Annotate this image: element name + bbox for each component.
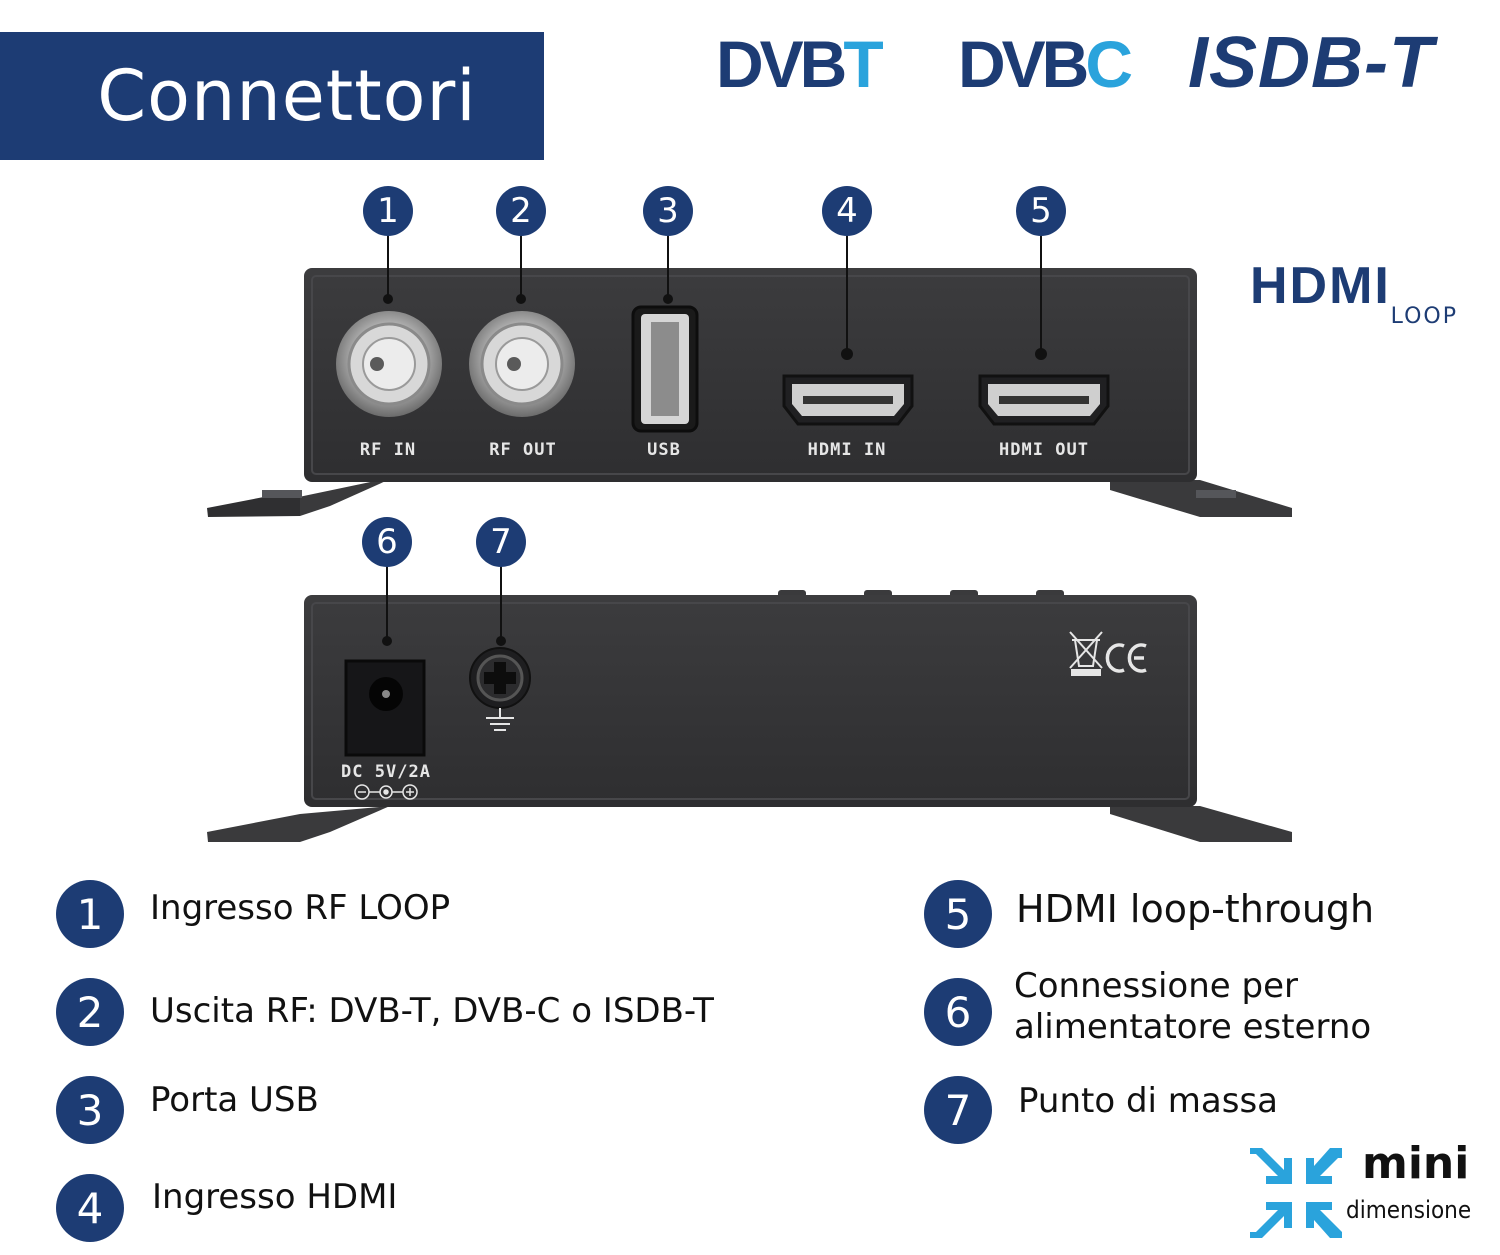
hdmi-in-label: HDMI IN [807,440,887,460]
front-panel [207,234,1292,517]
hdmi-in-port [782,374,914,426]
callout-1: 1 [363,186,413,236]
legend-text-6: Connessione per alimentatore esterno [1014,966,1372,1047]
front-foot-right [1110,480,1292,517]
title-banner: Connettori [0,32,544,160]
page-title: Connettori [97,55,477,137]
callout-6: 6 [362,517,412,567]
usb-port [631,305,699,433]
legend-text-1: Ingresso RF LOOP [150,888,451,928]
hdmi-out-label: HDMI OUT [999,440,1089,460]
isdbt-logo: ISDB-T [1188,23,1434,103]
legend-badge-7: 7 [924,1076,992,1144]
dvbt-logo-dark: DVB [716,27,847,101]
dvbc-logo-light: C [1085,27,1133,101]
dvbc-logo: DVBC [958,26,1133,102]
callout-2: 2 [496,186,546,236]
rf-out-connector [469,311,575,417]
legend-badge-5: 5 [924,880,992,948]
polarity-symbol [354,784,418,800]
back-panel [207,565,1292,842]
ce-mark-icon [1105,643,1147,673]
hdmi-logo-main: HDMI [1250,257,1391,315]
hdmi-loop-logo: HDMI LOOP [1250,257,1460,332]
front-foot-left [208,480,388,516]
legend-text-5: HDMI loop-through [1016,887,1375,931]
hdmi-out-port [978,374,1110,426]
legend-text-4: Ingresso HDMI [152,1177,398,1217]
legend-badge-2: 2 [56,978,124,1046]
rf-in-connector [336,311,442,417]
legend-badge-4: 4 [56,1174,124,1242]
hdmi-logo-sub: LOOP [1390,304,1458,329]
mini-dimension-badge: mini dimensione [1246,1138,1496,1250]
rf-out-label: RF OUT [489,440,557,460]
callout-3: 3 [643,186,693,236]
back-foot-right [1110,806,1292,842]
mini-sub: dimensione [1346,1196,1472,1224]
rf-in-label: RF IN [359,440,417,460]
dvbc-logo-dark: DVB [958,27,1089,101]
usb-label: USB [647,440,681,460]
back-body [304,595,1197,807]
legend-text-7: Punto di massa [1018,1081,1278,1121]
legend-text-2: Uscita RF: DVB-T, DVB-C o ISDB-T [150,991,714,1031]
callout-5: 5 [1016,186,1066,236]
mini-word: mini [1362,1138,1470,1189]
ground-symbol-icon [486,708,514,731]
callout-4: 4 [822,186,872,236]
dc-jack [344,659,426,757]
callout-7: 7 [476,517,526,567]
dvbt-logo: DVBT [716,26,884,102]
legend-text-3: Porta USB [150,1080,319,1120]
ground-screw [469,647,531,709]
dvbt-logo-light: T [843,27,883,101]
legend-badge-6: 6 [924,978,992,1046]
legend-badge-3: 3 [56,1076,124,1144]
legend-badge-1: 1 [56,880,124,948]
weee-icon [1069,631,1103,676]
back-foot-left [207,806,390,842]
dc-label: DC 5V/2A [341,762,431,782]
